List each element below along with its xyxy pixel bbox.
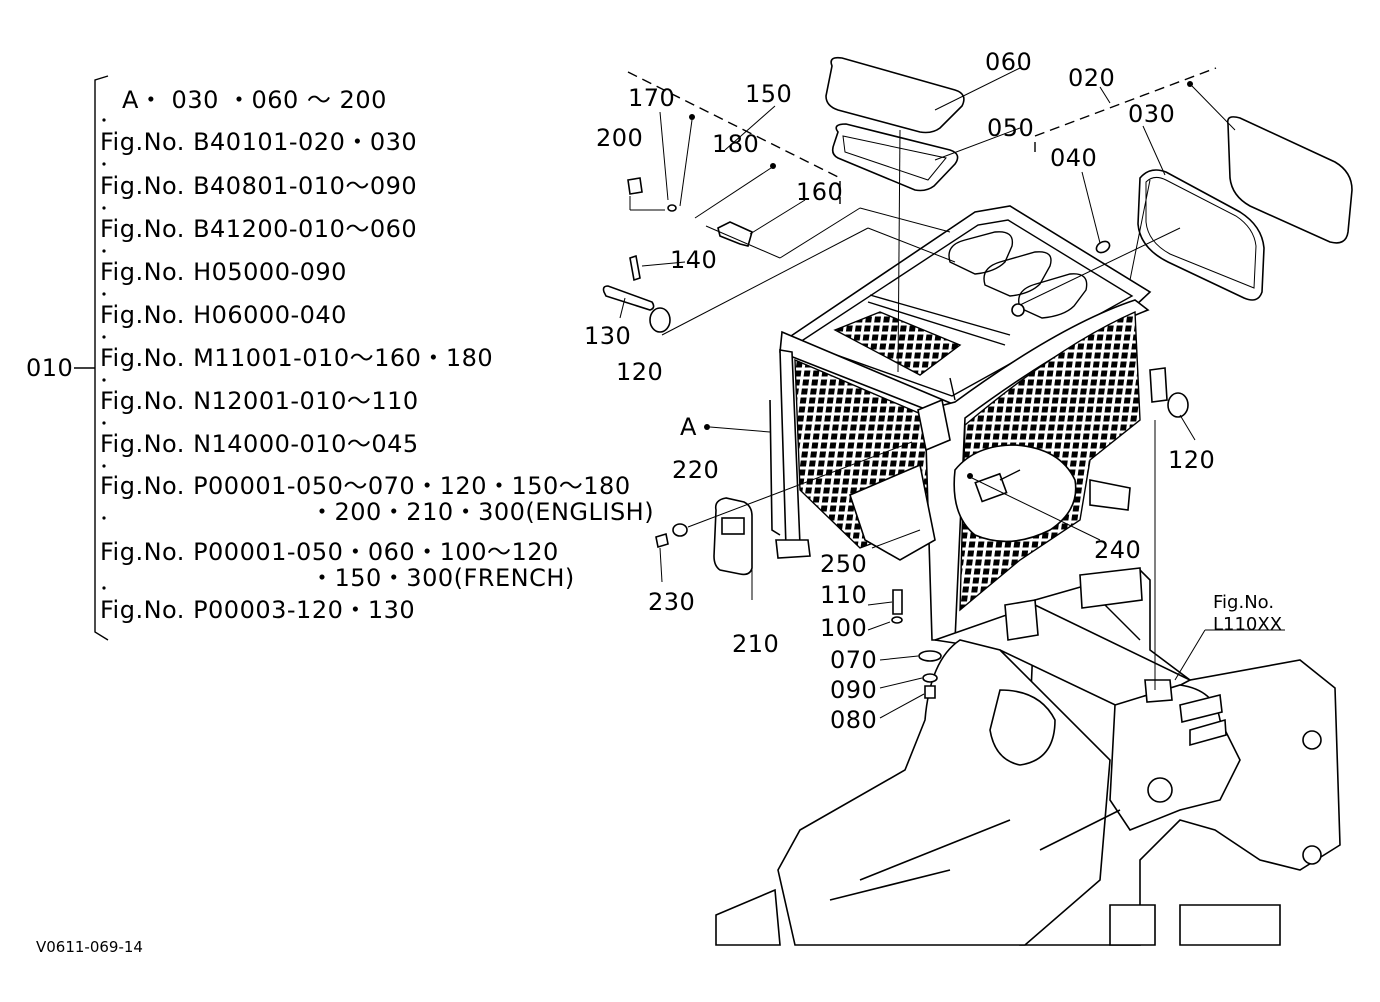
ref-line-9: Fig.No. P00001-050～070・120・150～180 bbox=[100, 472, 631, 500]
callout-200: 200 bbox=[596, 124, 643, 152]
drawing-id: V0611-069-14 bbox=[36, 938, 143, 956]
assembly-reference-list: 010 A・ 030 ・060 ～ 200 Fig.No. B40101-020… bbox=[26, 75, 654, 641]
callout-140: 140 bbox=[670, 246, 717, 274]
part-030-seal bbox=[1137, 169, 1265, 301]
part-220-washer bbox=[672, 523, 688, 537]
callout-120-right: 120 bbox=[1168, 446, 1215, 474]
part-230-screw bbox=[655, 532, 669, 549]
callout-030: 030 bbox=[1128, 100, 1175, 128]
ref-line-12: ・150・300(FRENCH) bbox=[310, 564, 575, 592]
part-210-label bbox=[721, 517, 745, 535]
callout-230: 230 bbox=[648, 588, 695, 616]
callout-160: 160 bbox=[796, 178, 843, 206]
part-070-mount bbox=[918, 650, 942, 662]
callout-080: 080 bbox=[830, 706, 877, 734]
part-140-pin bbox=[629, 254, 641, 282]
callout-A: A bbox=[680, 413, 697, 441]
callout-130: 130 bbox=[584, 322, 631, 350]
callout-070: 070 bbox=[830, 646, 877, 674]
part-020-glass bbox=[1226, 116, 1353, 244]
callout-090: 090 bbox=[830, 676, 877, 704]
callout-060: 060 bbox=[985, 48, 1032, 76]
part-170-washer bbox=[667, 204, 677, 212]
callout-020: 020 bbox=[1068, 64, 1115, 92]
frame-ref-line2: L110XX bbox=[1213, 614, 1282, 635]
ref-line-7: Fig.No. N12001-010～110 bbox=[100, 387, 419, 415]
ref-line-6: Fig.No. M11001-010～160・180 bbox=[100, 344, 493, 372]
ref-line-8: Fig.No. N14000-010～045 bbox=[100, 430, 419, 458]
canopy-assembly bbox=[769, 205, 1168, 641]
part-130-shaft bbox=[602, 285, 655, 311]
machine-frame bbox=[715, 567, 1341, 946]
ref-line-2: Fig.No. B40801-010～090 bbox=[100, 172, 417, 200]
group-lines bbox=[627, 67, 1217, 204]
part-100-washer bbox=[891, 616, 903, 624]
callout-170: 170 bbox=[628, 84, 675, 112]
ref-line-4: Fig.No. H05000-090 bbox=[100, 258, 347, 286]
callout-010: 010 bbox=[26, 354, 73, 382]
part-040-clip bbox=[1095, 240, 1111, 254]
ref-line-11: Fig.No. P00001-050・060・100～120 bbox=[100, 538, 559, 566]
part-060-glass bbox=[825, 56, 965, 134]
ref-line-5: Fig.No. H06000-040 bbox=[100, 301, 347, 329]
part-160-bracket bbox=[717, 221, 753, 247]
callout-180: 180 bbox=[712, 130, 759, 158]
callout-050: 050 bbox=[987, 114, 1034, 142]
leader-lines bbox=[619, 67, 1285, 719]
part-120-bushing bbox=[649, 307, 671, 333]
ref-line-13: Fig.No. P00003-120・130 bbox=[100, 596, 415, 624]
callout-220: 220 bbox=[672, 456, 719, 484]
callout-240: 240 bbox=[1094, 536, 1141, 564]
callout-labels: 060 050 020 030 040 150 170 180 200 160 … bbox=[584, 48, 1282, 734]
callout-100: 100 bbox=[820, 614, 867, 642]
part-120-bushing-right bbox=[1167, 392, 1189, 418]
part-200-bolt bbox=[627, 177, 643, 195]
callout-210: 210 bbox=[732, 630, 779, 658]
part-090-washer bbox=[922, 673, 938, 683]
ref-line-3: Fig.No. B41200-010～060 bbox=[100, 215, 417, 243]
callout-120-left: 120 bbox=[616, 358, 663, 386]
ref-line-1: Fig.No. B40101-020・030 bbox=[100, 128, 417, 156]
part-080-bolt bbox=[924, 685, 936, 699]
frame-ref-line1: Fig.No. bbox=[1213, 592, 1274, 613]
ref-line-10: ・200・210・300(ENGLISH) bbox=[310, 498, 654, 526]
callout-040: 040 bbox=[1050, 144, 1097, 172]
callout-150: 150 bbox=[745, 80, 792, 108]
callout-110: 110 bbox=[820, 581, 867, 609]
callout-250: 250 bbox=[820, 550, 867, 578]
part-050-seal bbox=[831, 123, 959, 192]
ref-line-0: A・ 030 ・060 ～ 200 bbox=[122, 86, 387, 114]
part-110-bolt bbox=[892, 589, 903, 615]
